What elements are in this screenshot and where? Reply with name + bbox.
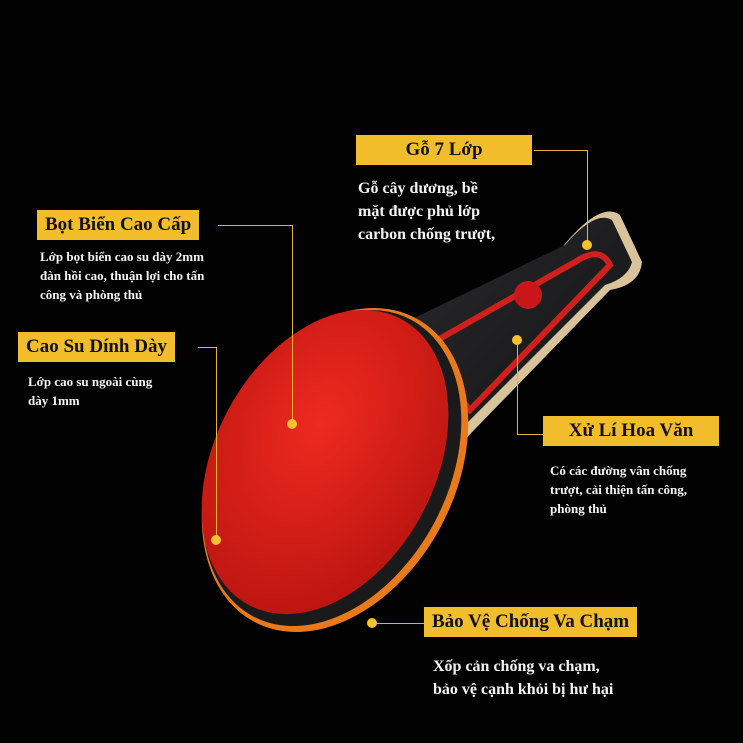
leader-line bbox=[218, 225, 292, 226]
leader-line bbox=[372, 623, 424, 624]
desc-line: Xốp cản chống va chạm, bbox=[433, 658, 600, 675]
marker-dot bbox=[512, 335, 522, 345]
marker-dot bbox=[211, 535, 221, 545]
desc-line: carbon chống trượt, bbox=[358, 226, 496, 243]
marker-dot bbox=[582, 240, 592, 250]
feature-desc-edge-guard: Xốp cản chống va chạm, bảo vệ cạnh khỏi … bbox=[433, 655, 613, 701]
marker-dot bbox=[367, 618, 377, 628]
desc-line: Gỗ cây dương, bề bbox=[358, 180, 478, 197]
paddle-rubber-face bbox=[201, 309, 449, 615]
desc-line: phòng thủ bbox=[550, 501, 607, 516]
feature-title-sponge: Bọt Biển Cao Cấp bbox=[37, 210, 200, 240]
leader-line bbox=[517, 434, 543, 435]
leader-line bbox=[216, 347, 217, 540]
desc-line: mặt được phủ lớp bbox=[358, 203, 481, 220]
desc-line: dày 1mm bbox=[28, 393, 80, 408]
feature-title-rubber: Cao Su Dính Dày bbox=[18, 332, 175, 362]
feature-title-pattern: Xử Lí Hoa Văn bbox=[543, 416, 719, 446]
feature-desc-pattern: Có các đường vân chống trượt, cải thiện … bbox=[550, 461, 687, 518]
marker-dot bbox=[287, 419, 297, 429]
desc-line: đàn hồi cao, thuận lợi cho tấn bbox=[40, 268, 205, 283]
feature-desc-wood: Gỗ cây dương, bề mặt được phủ lớp carbon… bbox=[358, 177, 495, 246]
leader-line bbox=[292, 225, 293, 424]
leader-line bbox=[587, 150, 588, 243]
leader-line bbox=[517, 340, 518, 434]
feature-title-edge-guard: Bảo Vệ Chống Va Chạm bbox=[424, 607, 638, 637]
desc-line: Lớp bọt biển cao su dày 2mm bbox=[40, 249, 204, 264]
leader-line bbox=[534, 150, 587, 151]
desc-line: Có các đường vân chống bbox=[550, 463, 687, 478]
desc-line: Lớp cao su ngoài cùng bbox=[28, 374, 153, 389]
leader-line bbox=[198, 347, 216, 348]
desc-line: công và phòng thủ bbox=[40, 287, 143, 302]
desc-line: trượt, cải thiện tấn công, bbox=[550, 482, 688, 497]
feature-desc-rubber: Lớp cao su ngoài cùng dày 1mm bbox=[28, 372, 152, 410]
desc-line: bảo vệ cạnh khỏi bị hư hại bbox=[433, 681, 614, 698]
feature-title-wood: Gỗ 7 Lớp bbox=[356, 135, 532, 165]
feature-desc-sponge: Lớp bọt biển cao su dày 2mm đàn hồi cao,… bbox=[40, 247, 204, 304]
